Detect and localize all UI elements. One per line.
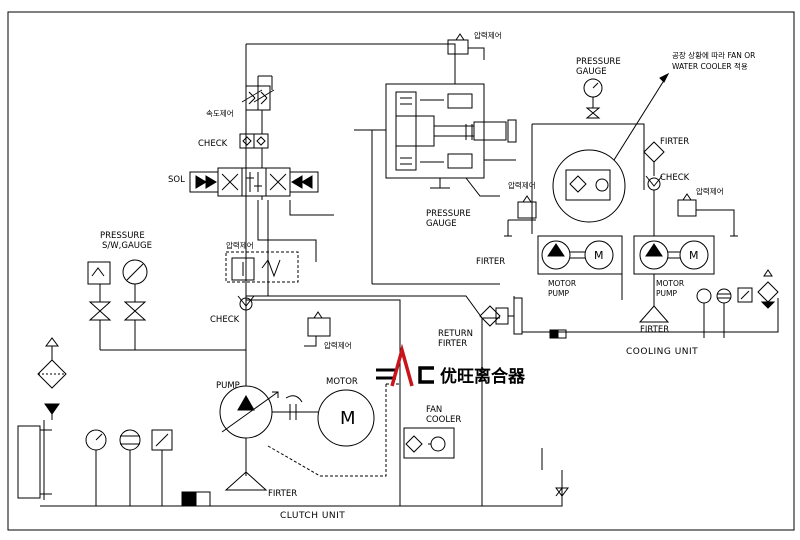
label-fan-cooler-2: COOLER: [426, 415, 461, 425]
motor-main: [317, 389, 375, 447]
clutch-brake-body: [385, 83, 517, 179]
company-logo: 优旺离合器: [376, 343, 526, 387]
label-check-left: CHECK: [198, 139, 228, 149]
pressure-switch-gauge: [87, 259, 148, 321]
label-motor-pump-1a: MOTOR: [548, 279, 576, 288]
check-valves-left: [239, 110, 269, 168]
label-pressure-control-right-b: 압력제어: [696, 186, 724, 196]
label-pressure-gauge-right-1: PRESSURE: [576, 57, 621, 67]
pressure-control-valve-mid: [225, 251, 299, 283]
speed-control-valves: [241, 85, 275, 111]
label-pump: PUMP: [216, 381, 240, 391]
variable-pump: [219, 385, 279, 439]
label-speed-control: 속도제어: [206, 108, 234, 118]
logo-text: 优旺离合器: [440, 366, 526, 387]
label-return-filter-2: FIRTER: [438, 339, 467, 349]
label-motor: MOTOR: [326, 377, 358, 387]
label-firter-mid: FIRTER: [476, 257, 505, 267]
label-motor-symbol: M: [340, 408, 356, 429]
label-pressure-control-right-a: 압력제어: [508, 180, 536, 190]
motor-pump-1: [537, 235, 623, 275]
return-filter: [479, 305, 509, 327]
label-pressure-gauge-mid-2: GAUGE: [426, 219, 457, 229]
label-pressure-sw-gauge-2: S/W,GAUGE: [102, 241, 152, 251]
label-firter-bottom: FIRTER: [268, 489, 297, 499]
pressure-control-valve-lower: [304, 311, 331, 347]
label-check-mid: CHECK: [210, 315, 240, 325]
label-note-1: 공장 상황에 따라 FAN OR: [672, 50, 755, 60]
label-pressure-gauge-mid-1: PRESSURE: [426, 209, 471, 219]
drawing-frame: [7, 11, 795, 531]
label-pressure-sw-gauge-1: PRESSURE: [100, 231, 145, 241]
pressure-control-right-a: [517, 195, 537, 219]
label-fan-cooler-1: FAN: [426, 405, 442, 415]
tank-instruments: [85, 429, 173, 506]
label-note-2: WATER COOLER 적용: [672, 61, 748, 71]
pressure-control-top: [447, 33, 485, 60]
label-pressure-control-lower: 압력제어: [324, 340, 352, 350]
label-motor-pump-2-m: M: [689, 249, 699, 262]
filter-left: [37, 337, 67, 415]
label-pressure-control-top: 압력제어: [474, 30, 502, 40]
label-pressure-control-mid: 압력제어: [226, 240, 254, 250]
label-motor-pump-2b: PUMP: [656, 289, 677, 298]
fan-cooler: [403, 427, 455, 459]
solenoid-directional-valve: [189, 167, 319, 200]
label-clutch-unit: CLUTCH UNIT: [280, 511, 345, 521]
label-return-filter-1: RETURN: [438, 329, 473, 339]
pressure-gauge-right: [583, 78, 603, 119]
cooling-instruments: [696, 269, 779, 338]
label-motor-pump-1b: PUMP: [548, 289, 569, 298]
label-cooling-unit: COOLING UNIT: [626, 347, 698, 357]
label-check-right: CHECK: [660, 173, 690, 183]
label-motor-pump-2a: MOTOR: [656, 279, 684, 288]
oil-cooler-motor: [552, 149, 626, 223]
label-firter-cooling: FIRTER: [640, 325, 669, 335]
label-firter-right: FIRTER: [660, 137, 689, 147]
label-sol: SOL: [168, 175, 185, 185]
pressure-control-right-b: [677, 193, 697, 217]
label-pressure-gauge-right-2: GAUGE: [576, 67, 607, 77]
motor-pump-2: [633, 235, 715, 275]
label-motor-pump-1-m: M: [594, 249, 604, 262]
